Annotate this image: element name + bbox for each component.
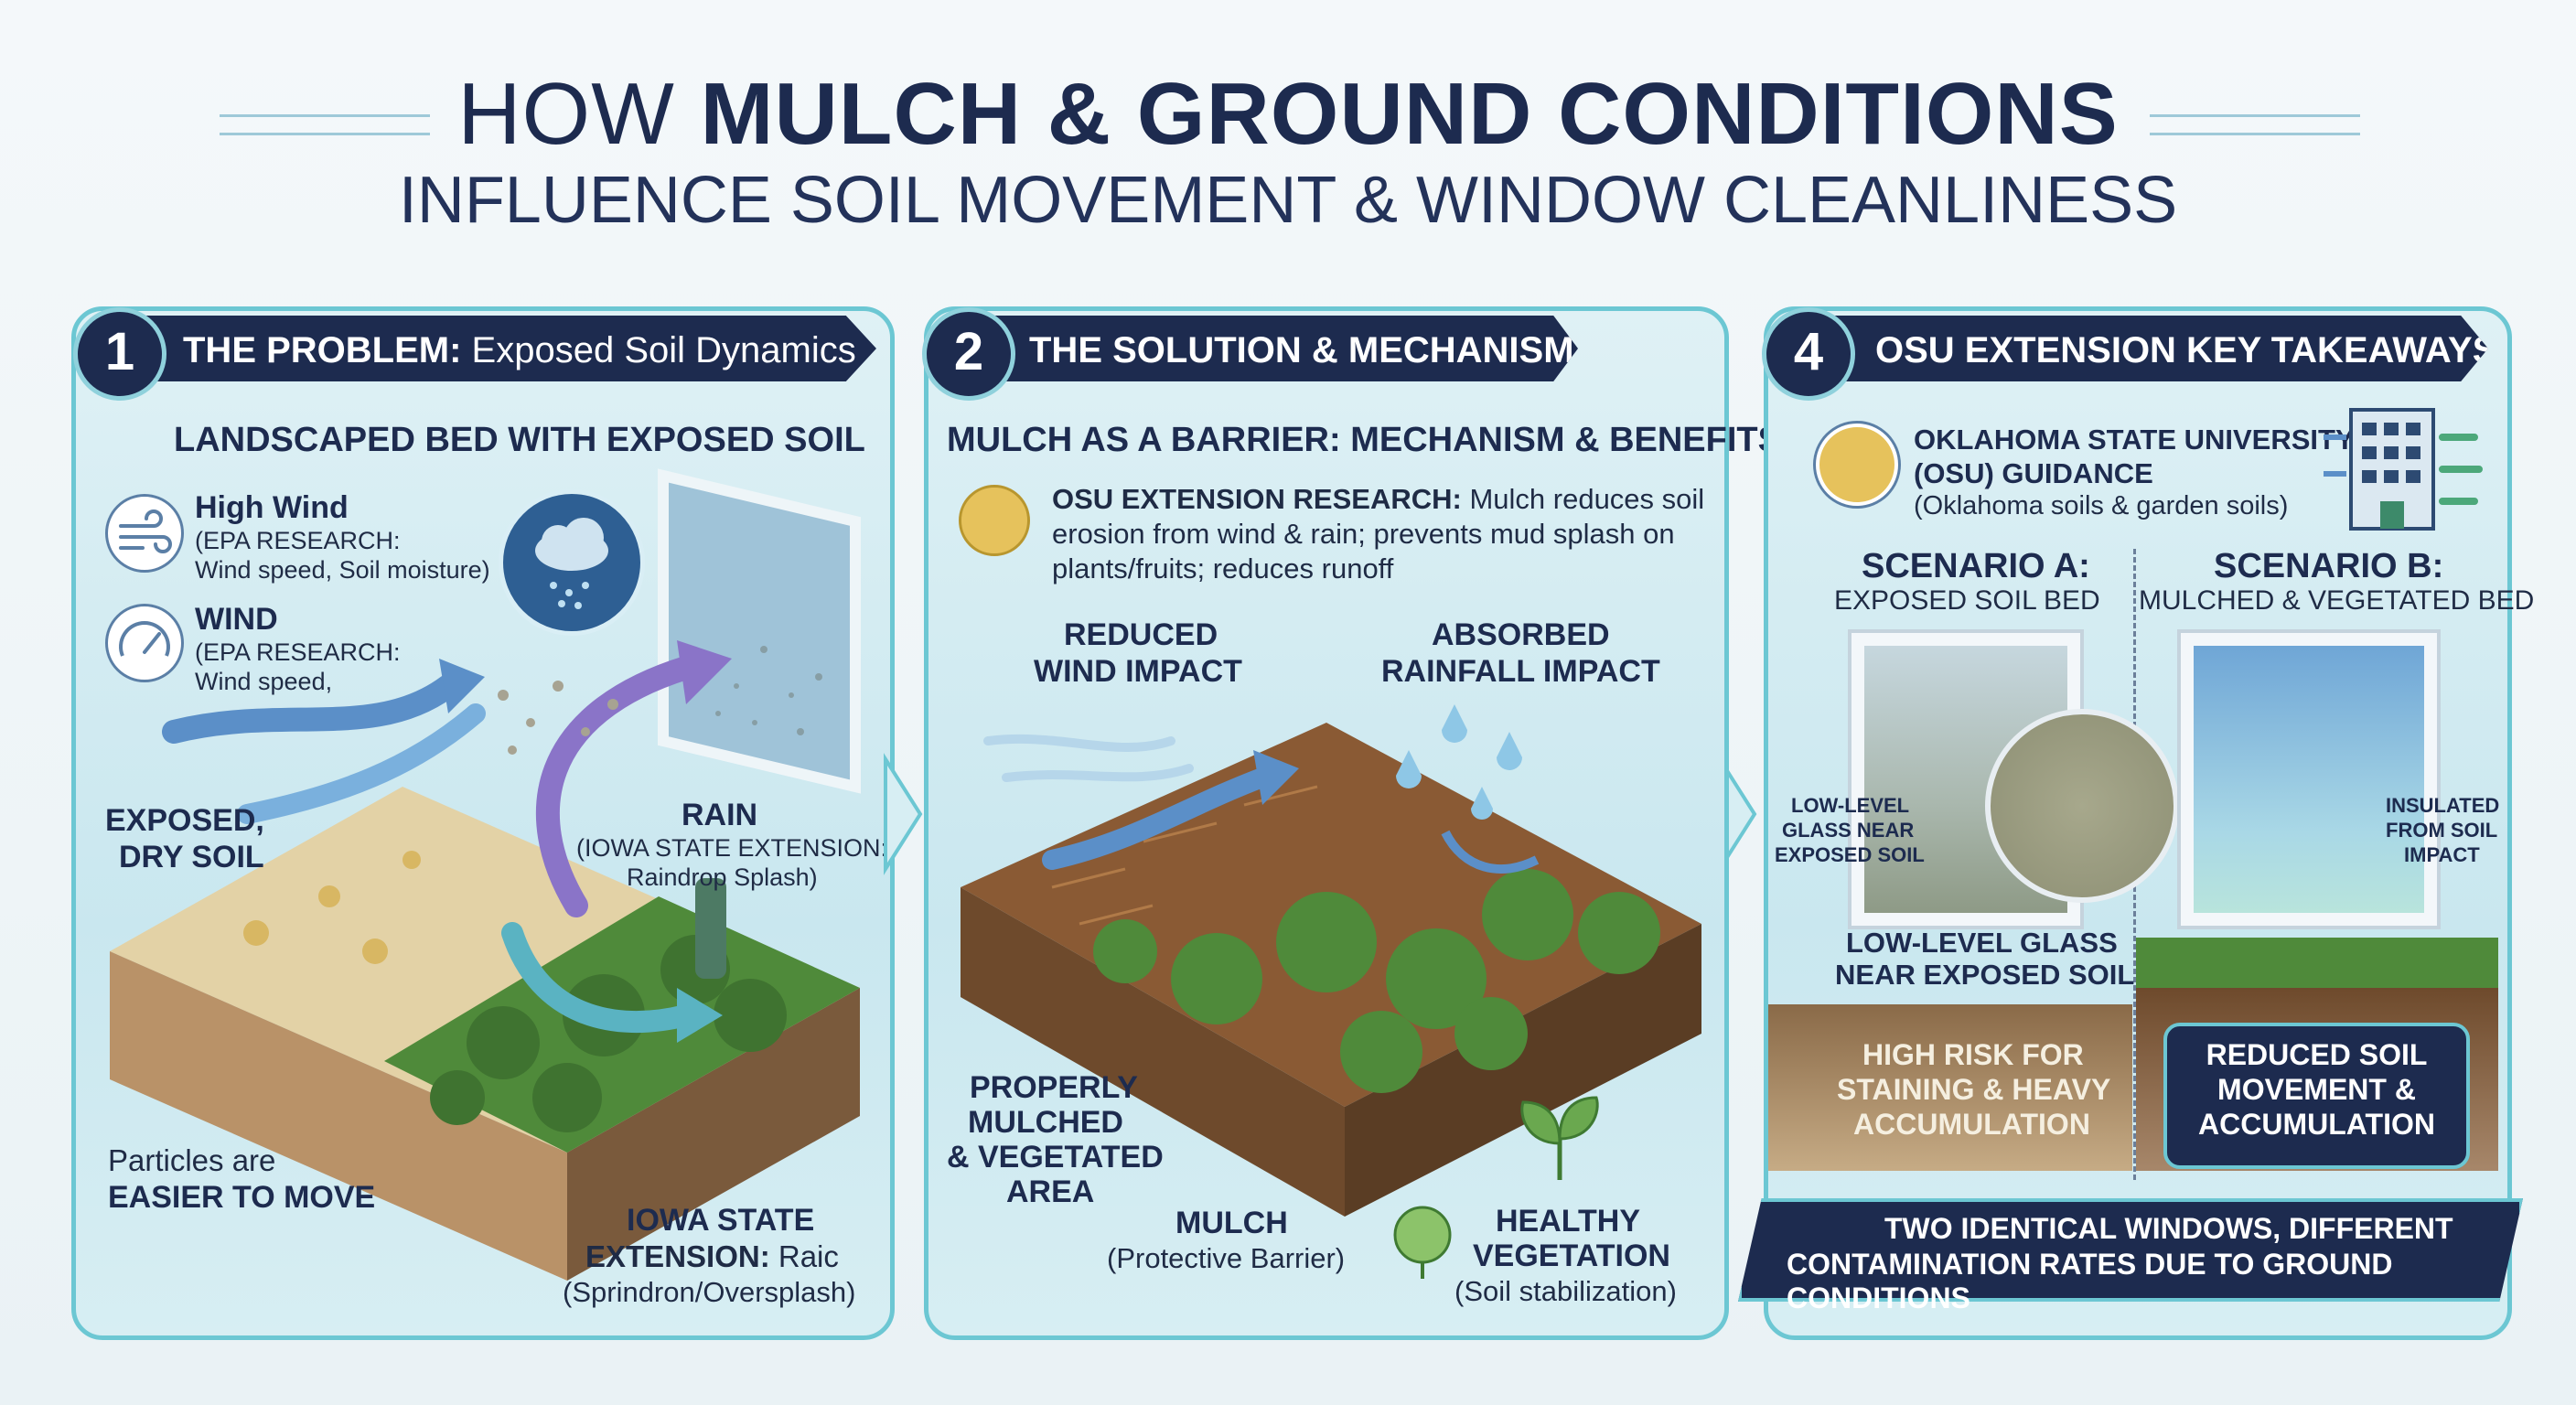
iowa-line1: IOWA STATE xyxy=(627,1203,815,1238)
osu-seal-icon xyxy=(1816,424,1898,506)
high-wind-line1: (EPA RESEARCH: xyxy=(195,527,401,554)
highrisk-line1: HIGH RISK FOR xyxy=(1862,1038,2084,1071)
banner-line1: TWO IDENTICAL WINDOWS, DIFFERENT xyxy=(1884,1212,2453,1245)
absorbed-rain-line2: RAINFALL IMPACT xyxy=(1381,654,1660,689)
high-wind-title: High Wind xyxy=(195,490,349,525)
exposed-soil-line2: DRY SOIL xyxy=(119,840,264,874)
wind-icon xyxy=(105,494,184,573)
properly-line3: & VEGETATED xyxy=(947,1140,1164,1174)
properly-line2: MULCHED xyxy=(968,1105,1123,1140)
panel-solution-subtitle: MULCH AS A BARRIER: MECHANISM & BENEFITS xyxy=(947,421,1781,459)
insulated-line1: INSULATED xyxy=(2386,794,2500,817)
panel-problem-subtitle: LANDSCAPED BED WITH EXPOSED SOIL xyxy=(174,421,865,459)
title-deco-line-right-2 xyxy=(2150,133,2360,135)
highrisk-line3: ACCUMULATION xyxy=(1853,1108,2090,1141)
rain-title: RAIN xyxy=(682,798,758,832)
scenario-b-sub: MULCHED & VEGETATED BED xyxy=(2139,585,2535,616)
window-illustration-problem xyxy=(658,468,861,794)
rain-line1: (IOWA STATE EXTENSION: xyxy=(576,834,888,862)
panel-solution-header: THE SOLUTION & MECHANISM xyxy=(965,316,1578,381)
research-line1: OSU EXTENSION RESEARCH: Mulch reduces so… xyxy=(1052,483,1705,515)
banner-line2: CONTAMINATION RATES DUE TO GROUND CONDIT… xyxy=(1787,1248,2393,1314)
research-line2: erosion from wind & rain; prevents mud s… xyxy=(1052,518,1675,550)
title-deco-line-right xyxy=(2150,114,2360,117)
wind-title: WIND xyxy=(195,602,278,637)
highrisk-line2: STAINING & HEAVY xyxy=(1837,1073,2111,1106)
particles-line1: Particles are xyxy=(108,1143,276,1177)
absorbed-rain-line1: ABSORBED xyxy=(1432,617,1610,652)
title-deco-line-left xyxy=(220,114,430,117)
mulch-seal-icon xyxy=(959,485,1030,556)
panel-problem-number: 1 xyxy=(73,307,166,401)
properly-line1: PROPERLY xyxy=(970,1070,1138,1105)
panel-problem-header: THE PROBLEM: Exposed Soil Dynamics xyxy=(117,316,876,381)
main-title-line1: HOW MULCH & GROUND CONDITIONS xyxy=(457,65,2119,163)
mulch-sub: (Protective Barrier) xyxy=(1107,1242,1346,1274)
panel-takeaways-number: 4 xyxy=(1762,307,1855,401)
exposed-ground-strip xyxy=(1768,1004,2132,1171)
conclusion-banner xyxy=(1738,1198,2523,1302)
scenario-a-title: SCENARIO A: xyxy=(1862,547,2090,585)
lowglass-line1: LOW-LEVEL GLASS xyxy=(1846,927,2118,959)
wind-rain-arrows xyxy=(162,640,732,1043)
scenario-a-sub: EXPOSED SOIL BED xyxy=(1834,585,2100,616)
window-scenario-b xyxy=(2177,629,2441,929)
title-deco-line-left-2 xyxy=(220,133,430,135)
rain-cloud-icon xyxy=(499,489,645,636)
healthy-line2: VEGETATION xyxy=(1473,1239,1670,1273)
properly-line4: AREA xyxy=(1006,1174,1095,1209)
building-icon xyxy=(2324,408,2483,531)
wind-rain-deflect-arrows xyxy=(983,704,1540,874)
connector-chevron-1 xyxy=(884,753,923,875)
reduced-wind-line1: REDUCED xyxy=(1064,617,1218,652)
exposed-soil-line1: EXPOSED, xyxy=(105,803,264,838)
lowlevel-line3: EXPOSED SOIL xyxy=(1775,843,1925,866)
reduced-accumulation-box: REDUCED SOIL MOVEMENT & ACCUMULATION xyxy=(2163,1023,2470,1169)
iowa-line2: EXTENSION: Raic xyxy=(585,1239,839,1273)
panel-takeaways-header: OSU EXTENSION KEY TAKEAWAYS xyxy=(1807,316,2488,381)
research-line3: plants/fruits; reduces runoff xyxy=(1052,552,1394,585)
rain-line2: Raindrop Splash) xyxy=(627,863,818,891)
wind-line2: Wind speed, xyxy=(195,668,333,695)
insulated-line3: IMPACT xyxy=(2404,843,2480,866)
plant-icon xyxy=(1393,1206,1452,1279)
healthy-line1: HEALTHY xyxy=(1496,1204,1641,1239)
mulch-title: MULCH xyxy=(1175,1206,1288,1240)
osu-line3: (Oklahoma soils & garden soils) xyxy=(1914,491,2289,520)
magnifier-dirty-glass xyxy=(1985,709,2179,903)
osu-line1: OKLAHOMA STATE UNIVERSITY xyxy=(1914,424,2355,456)
wind-line1: (EPA RESEARCH: xyxy=(195,638,401,666)
lowlevel-line1: LOW-LEVEL xyxy=(1791,794,1910,817)
insulated-line2: FROM SOIL xyxy=(2386,819,2498,842)
healthy-sub: (Soil stabilization) xyxy=(1454,1275,1677,1307)
high-wind-line2: Wind speed, Soil moisture) xyxy=(195,556,490,584)
panel-solution-number: 2 xyxy=(922,307,1015,401)
main-title-line2: INFLUENCE SOIL MOVEMENT & WINDOW CLEANLI… xyxy=(398,164,2178,237)
iowa-line3: (Sprindron/Oversplash) xyxy=(563,1276,856,1308)
particles-line2: EASIER TO MOVE xyxy=(108,1180,376,1215)
osu-line2: (OSU) GUIDANCE xyxy=(1914,457,2153,489)
lowglass-line2: NEAR EXPOSED SOIL xyxy=(1835,959,2135,991)
reduced-wind-line2: WIND IMPACT xyxy=(1034,654,1242,689)
leaf-icon xyxy=(1520,1096,1599,1180)
lowlevel-line2: GLASS NEAR xyxy=(1782,819,1915,842)
gauge-icon xyxy=(105,604,184,682)
scenario-b-title: SCENARIO B: xyxy=(2214,547,2444,585)
exposed-soil-bed-illustration xyxy=(110,787,860,1281)
